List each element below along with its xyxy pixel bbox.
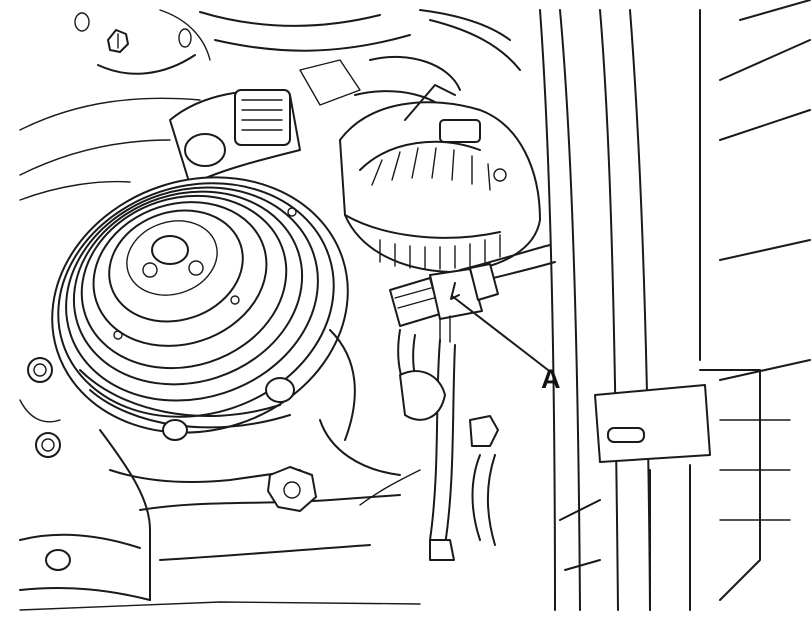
body-frame-panel — [539, 0, 811, 611]
callout-leader-line — [451, 295, 549, 371]
callout-label-a: A — [541, 364, 561, 394]
connector — [389, 263, 499, 343]
lower-mounting-bracket — [19, 329, 421, 611]
belt-tensioner — [169, 89, 301, 186]
wiring-harness — [359, 244, 556, 561]
ac-compressor-pulley — [51, 176, 349, 434]
alternator — [339, 84, 541, 273]
upper-background-structure — [19, 9, 521, 201]
upper-left-details — [74, 9, 211, 75]
left-bolts — [19, 357, 71, 571]
